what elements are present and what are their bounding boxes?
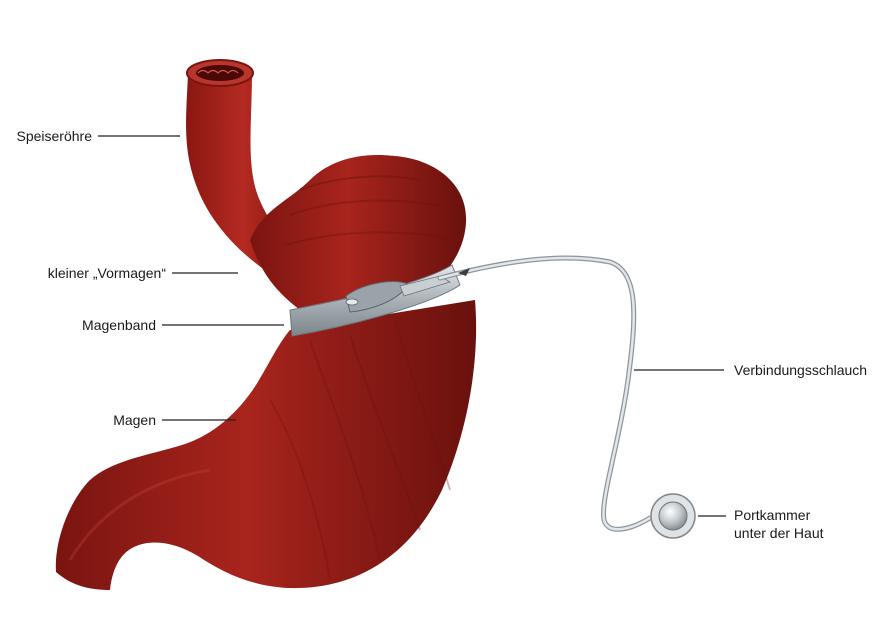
connecting-tube xyxy=(437,255,653,532)
stomach xyxy=(55,300,477,590)
label-verbindungsschlauch: Verbindungsschlauch xyxy=(734,362,868,378)
gastric-band xyxy=(289,264,461,337)
label-portkammer-line2: unter der Haut xyxy=(734,525,824,541)
stomach-pouch xyxy=(250,155,467,310)
label-magenband: Magenband xyxy=(82,317,156,333)
label-speiseroehre: Speiseröhre xyxy=(16,128,93,144)
label-portkammer: Portkammer unter der Haut xyxy=(734,506,824,542)
label-portkammer-line1: Portkammer xyxy=(734,507,811,523)
port-chamber xyxy=(650,493,696,539)
label-vormagen: kleiner „Vormagen“ xyxy=(47,265,166,281)
esophagus xyxy=(186,59,300,268)
label-magen: Magen xyxy=(113,412,156,428)
